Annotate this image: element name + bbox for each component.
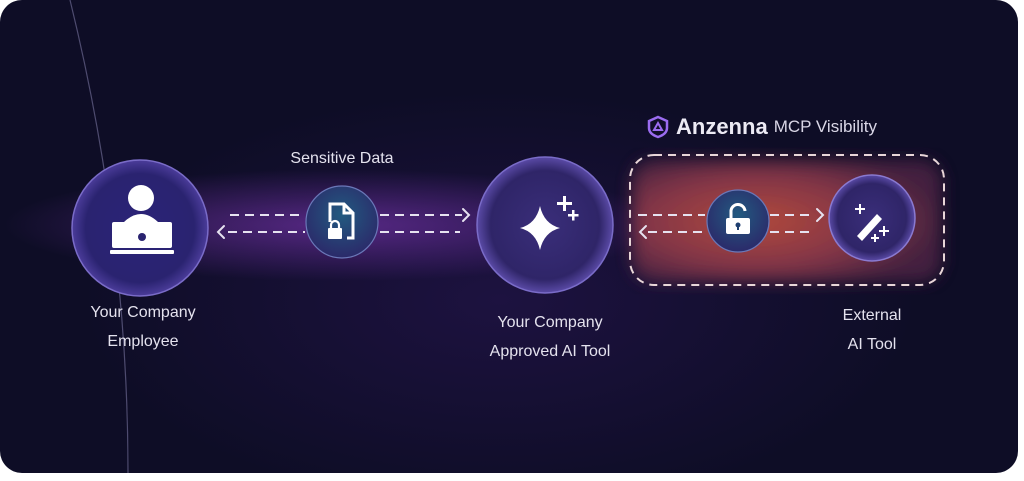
arrowhead-right [462,208,471,222]
external-node [828,174,916,262]
magic-wand-icon [855,204,889,242]
title-subtitle: MCP Visibility [773,117,877,136]
sparkle-icon [520,196,579,250]
sensitive-data-label: Sensitive Data [290,150,394,167]
locked-document-icon [328,202,355,240]
anzenna-title: Anzenna MCP Visibility [646,114,877,140]
flow-arrows [228,214,815,233]
approved-label-line2: Approved AI Tool [489,343,611,360]
employee-node [71,159,209,297]
unlocked-padlock-icon [726,203,750,234]
employee-label-line1: Your Company [90,304,196,321]
brand-name: Anzenna [676,114,768,139]
arrowhead-right [816,208,825,222]
external-label-line2: AI Tool [847,336,897,353]
data-node [305,185,379,259]
approved-node [476,156,614,294]
person-laptop-icon [110,185,174,254]
approved-label-line1: Your Company [497,314,603,331]
diagram-card: Anzenna MCP Visibility Sensitive Data Yo… [0,0,1018,473]
lock-node [706,189,770,253]
anzenna-logo-icon [647,115,669,139]
employee-label-line2: Employee [107,333,179,350]
external-label-line1: External [842,307,902,324]
external-tool-label: External AI Tool [843,301,902,359]
arrowhead-left [638,225,647,239]
arrowhead-left [216,225,225,239]
